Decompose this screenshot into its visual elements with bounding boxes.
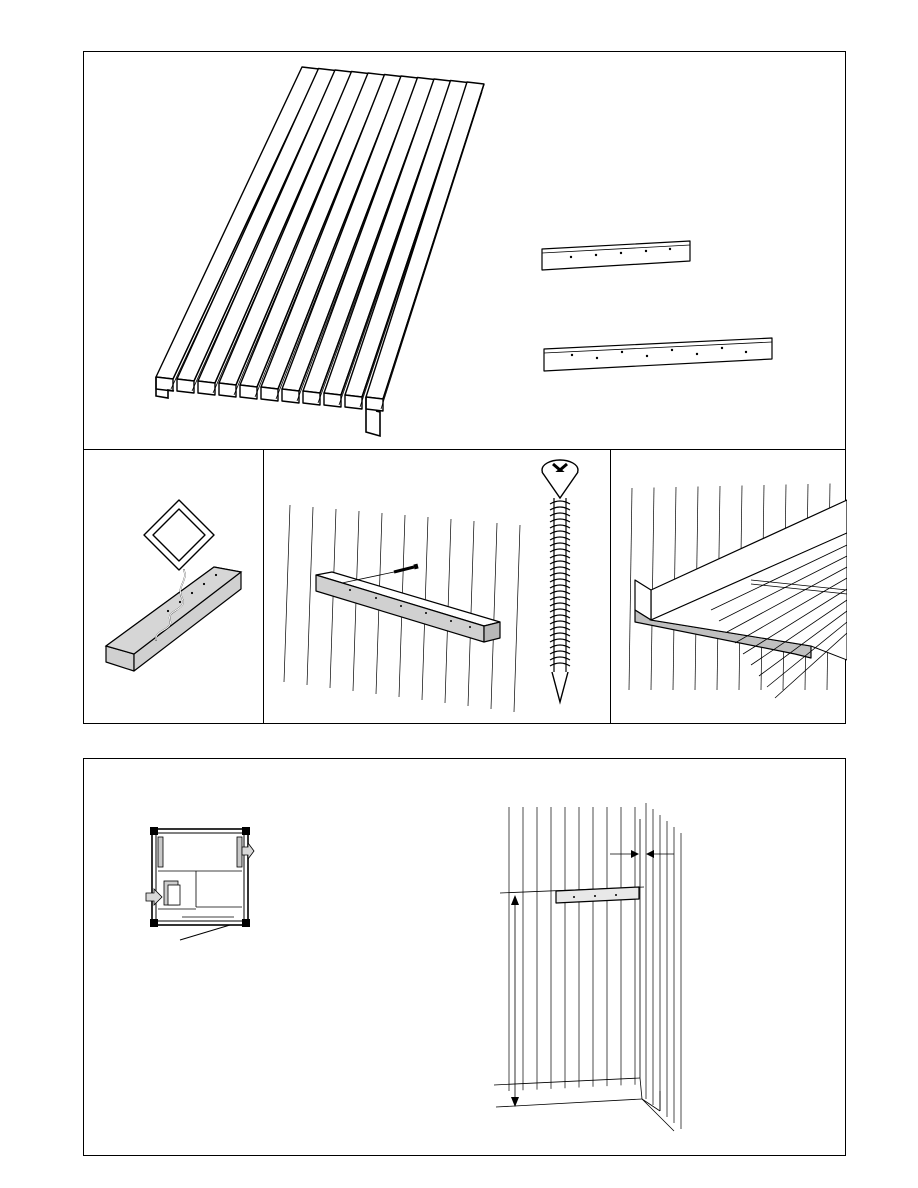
wall-board-line: [307, 507, 313, 685]
wall-board-line: [629, 488, 632, 690]
bench-on-batten: [635, 500, 847, 698]
sauna-floor-plan: [146, 827, 254, 940]
screw-icon: [542, 460, 578, 702]
wall-batten-detail: [494, 819, 674, 1131]
top-panel: [83, 51, 846, 450]
middle-left-panel: [83, 449, 264, 724]
arrow-left-icon: [146, 889, 162, 905]
middle-right-panel: [610, 449, 846, 724]
wall-board-line: [491, 523, 497, 709]
wall-board-line: [330, 509, 336, 688]
wall-board-line: [284, 505, 290, 682]
bench-slats: [156, 67, 484, 436]
long-support-batten: [544, 338, 772, 371]
middle-center-panel: [263, 449, 611, 724]
bottom-panel: [83, 758, 846, 1156]
short-support-batten: [542, 241, 690, 270]
diamond-sign-icon: [144, 500, 214, 570]
wall-board-line: [514, 525, 520, 712]
batten-routing-icon: [106, 567, 241, 671]
